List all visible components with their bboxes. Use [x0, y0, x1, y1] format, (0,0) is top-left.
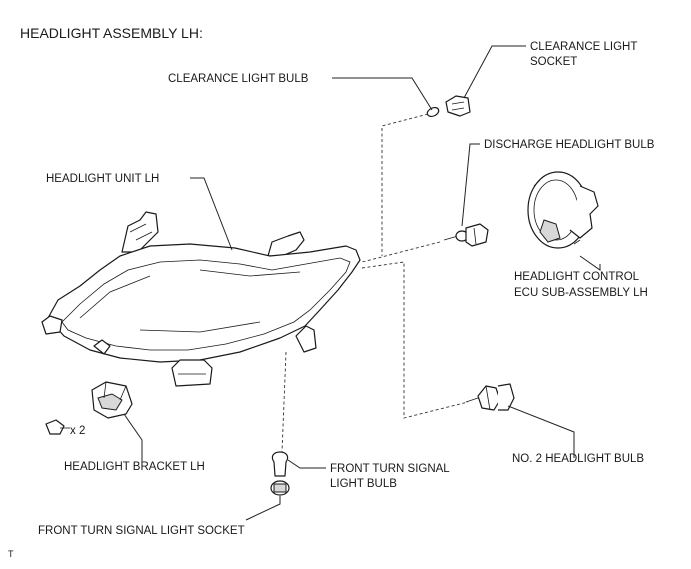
discharge-headlight-bulb	[443, 223, 489, 247]
bolt	[45, 419, 70, 435]
clearance-light-socket	[445, 95, 471, 117]
label-front-turn-signal-bulb-line2: LIGHT BULB	[330, 478, 397, 490]
label-clearance-light-socket-line1: CLEARANCE LIGHT	[530, 41, 637, 53]
no2-headlight-bulb	[465, 383, 515, 411]
label-headlight-unit: HEADLIGHT UNIT LH	[46, 173, 159, 185]
label-clearance-light-bulb: CLEARANCE LIGHT BULB	[168, 73, 309, 85]
headlight-bracket	[91, 381, 133, 419]
footer-mark: T	[8, 549, 14, 559]
clearance-light-bulb	[426, 106, 440, 118]
label-bolt-quantity: x 2	[70, 425, 85, 437]
label-front-turn-signal-bulb-line1: FRONT TURN SIGNAL	[330, 463, 450, 475]
label-ecu-line2: ECU SUB-ASSEMBLY LH	[514, 287, 648, 299]
leader-lines	[123, 45, 601, 521]
label-front-turn-signal-socket: FRONT TURN SIGNAL LIGHT SOCKET	[38, 525, 245, 537]
diagram-title: HEADLIGHT ASSEMBLY LH:	[20, 25, 203, 41]
label-headlight-bracket: HEADLIGHT BRACKET LH	[64, 461, 205, 473]
label-clearance-light-socket-line2: SOCKET	[530, 56, 577, 68]
headlight-control-ecu	[527, 171, 599, 249]
front-turn-signal-socket	[270, 480, 290, 496]
label-no2-headlight-bulb: NO. 2 HEADLIGHT BULB	[512, 453, 644, 465]
assembly-guide-lines	[281, 113, 469, 453]
label-ecu-line1: HEADLIGHT CONTROL	[514, 271, 640, 283]
label-discharge-headlight-bulb: DISCHARGE HEADLIGHT BULB	[484, 139, 655, 151]
headlight-unit	[41, 211, 361, 387]
front-turn-signal-bulb	[271, 451, 289, 477]
